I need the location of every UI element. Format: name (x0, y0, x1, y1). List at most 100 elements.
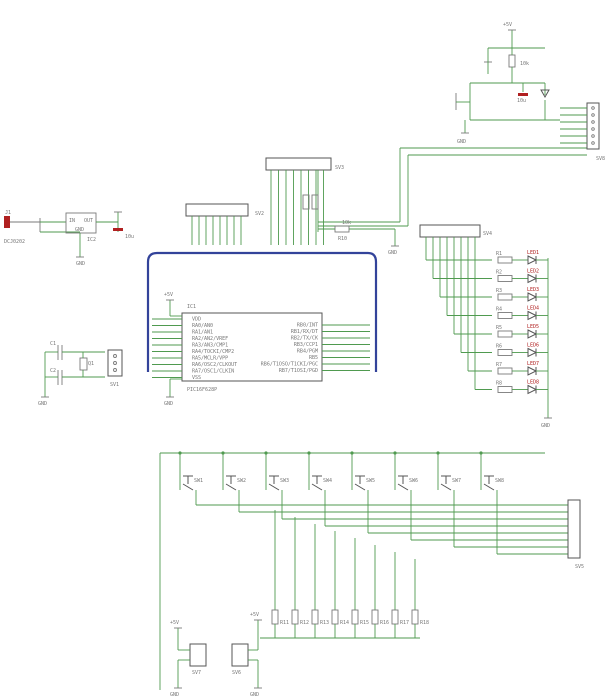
pulldown-resistor (391, 609, 399, 625)
pulldown-label: R11 (280, 620, 289, 626)
header-sv6 (231, 643, 249, 667)
ic1-right-pin-label: RB7/T1OSI/PGD (279, 368, 318, 374)
ic1-left-pin-label: VDD (192, 317, 201, 323)
pulldown-label: R12 (300, 620, 309, 626)
led-resistor-label: R6 (496, 344, 502, 350)
headers-top-center: SV2 SV3 10k R10 GND (185, 147, 587, 256)
pulldown-resistor (351, 609, 359, 625)
label-sv7: SV7 (192, 670, 201, 676)
led-resistor-label: R1 (496, 251, 502, 257)
pulldown-label: R15 (360, 620, 369, 626)
led-label: LED5 (527, 324, 539, 330)
resistor-sv3-a (302, 194, 310, 210)
led-diode (527, 329, 538, 339)
dc-jack-j1 (4, 216, 10, 228)
led-label: LED7 (527, 361, 539, 367)
led-resistor-label: R2 (496, 270, 502, 276)
ic1-body (181, 312, 323, 382)
pulldown-resistor (331, 609, 339, 625)
led-diode (527, 366, 538, 376)
led-resistor (497, 367, 513, 375)
switch-label: SW8 (495, 478, 504, 484)
label-ic2: IC2 (87, 237, 96, 243)
pulldown-label: R17 (400, 620, 409, 626)
ic1-right-pin-label: RB1/RX/DT (291, 329, 318, 335)
led-resistor (497, 349, 513, 356)
label-j1: J1 (5, 210, 11, 216)
ic1-right-pin-label: RB4/PGM (297, 349, 318, 355)
led-diode (527, 292, 538, 302)
header-sv2 (185, 203, 249, 217)
led-resistor (497, 293, 513, 301)
led-label: LED6 (527, 343, 539, 349)
pulldown-label: R14 (340, 620, 349, 626)
pulldown-resistor (271, 609, 279, 625)
board-outline (146, 251, 378, 372)
led-resistor (497, 275, 513, 282)
header-sv7 (189, 643, 207, 667)
label-gnd-ic2: GND (76, 261, 85, 267)
label-sv4: SV4 (483, 231, 492, 237)
header-sv3 (265, 157, 332, 171)
label-gnd-sv6: GND (250, 692, 259, 697)
ic1-right-pin-label: RB6/T1OSO/T1CKI/PGC (261, 362, 318, 368)
label-sv1: SV1 (110, 382, 119, 388)
header-sv4 (419, 224, 481, 238)
label-sv2: SV2 (255, 211, 264, 217)
ic1-left-pin-label: RA0/AN0 (192, 323, 213, 329)
label-r10: R10 (338, 236, 347, 242)
cap-reset (518, 93, 528, 96)
pulldown-resistor (371, 609, 379, 625)
label-ic2-in: IN (69, 218, 75, 224)
led-resistor-label: R3 (496, 288, 502, 294)
led-resistor-label: R7 (496, 362, 502, 368)
label-vcc-reset: +5V (503, 22, 512, 28)
label-sv5: SV5 (575, 564, 584, 570)
header-sv1 (107, 349, 123, 377)
led-resistor (497, 330, 513, 338)
ic1-left-pin-label: RA2/AN2/VREF (192, 336, 228, 342)
pulldown-label: R13 (320, 620, 329, 626)
ic1-left-pin-label: RA4/TOCKI/CMP2 (192, 349, 234, 355)
led-diode (527, 384, 538, 395)
header-sv8 (586, 102, 600, 150)
diode-reset (540, 89, 550, 99)
led-label: LED2 (527, 269, 539, 275)
led-diode (527, 255, 538, 265)
switch-label: SW3 (280, 478, 289, 484)
led-label: LED8 (527, 380, 539, 386)
ic1-left-pin-label: RA5/MCLR/VPP (192, 356, 228, 362)
label-gnd-ic1: GND (164, 401, 173, 407)
label-c2: C2 (50, 368, 56, 374)
switch-label: SW7 (452, 478, 461, 484)
resistor-r10 (334, 225, 350, 233)
label-ic2-out: OUT (84, 218, 93, 224)
label-cap-ic2: 10u (125, 234, 134, 240)
switch-label: SW4 (323, 478, 332, 484)
ic1-right-pin-label: RB3/CCP1 (294, 342, 318, 348)
ic1-left-pin-label: RA1/AN1 (192, 330, 213, 336)
power-supply-section: J1 DCJ0202 IN OUT GND IC2 GND 10u (4, 210, 134, 267)
led-diode (527, 273, 538, 284)
label-vcc-sv7: +5V (170, 620, 179, 626)
oscillator-section: C1 C2 Q1 SV1 GND (38, 341, 123, 407)
resistor-sv3-b (311, 194, 319, 210)
switch-label: SW6 (409, 478, 418, 484)
label-gnd-sv7: GND (170, 692, 179, 697)
ic1-left-pin-label: RA6/OSC2/CLKOUT (192, 362, 237, 368)
label-res-reset: 10k (520, 61, 529, 67)
microcontroller-ic1: IC1 PIC16F628P +5V GND VDDRA0/AN0RA1/AN1… (152, 292, 370, 407)
label-vcc-sv6: +5V (250, 612, 259, 618)
ic1-right-pins: RB0/INTRB1/RX/DTRB2/TX/CKRB3/CCP1RB4/PGM… (261, 323, 370, 374)
label-sv6: SV6 (232, 670, 241, 676)
switch-label: SW5 (366, 478, 375, 484)
led-resistor (497, 256, 513, 264)
sv8-wires (560, 106, 595, 145)
label-j1-value: DCJ0202 (4, 239, 25, 245)
led-resistor (497, 312, 513, 319)
pulldown-label: R16 (380, 620, 389, 626)
label-vcc-ic1: +5V (164, 292, 173, 298)
